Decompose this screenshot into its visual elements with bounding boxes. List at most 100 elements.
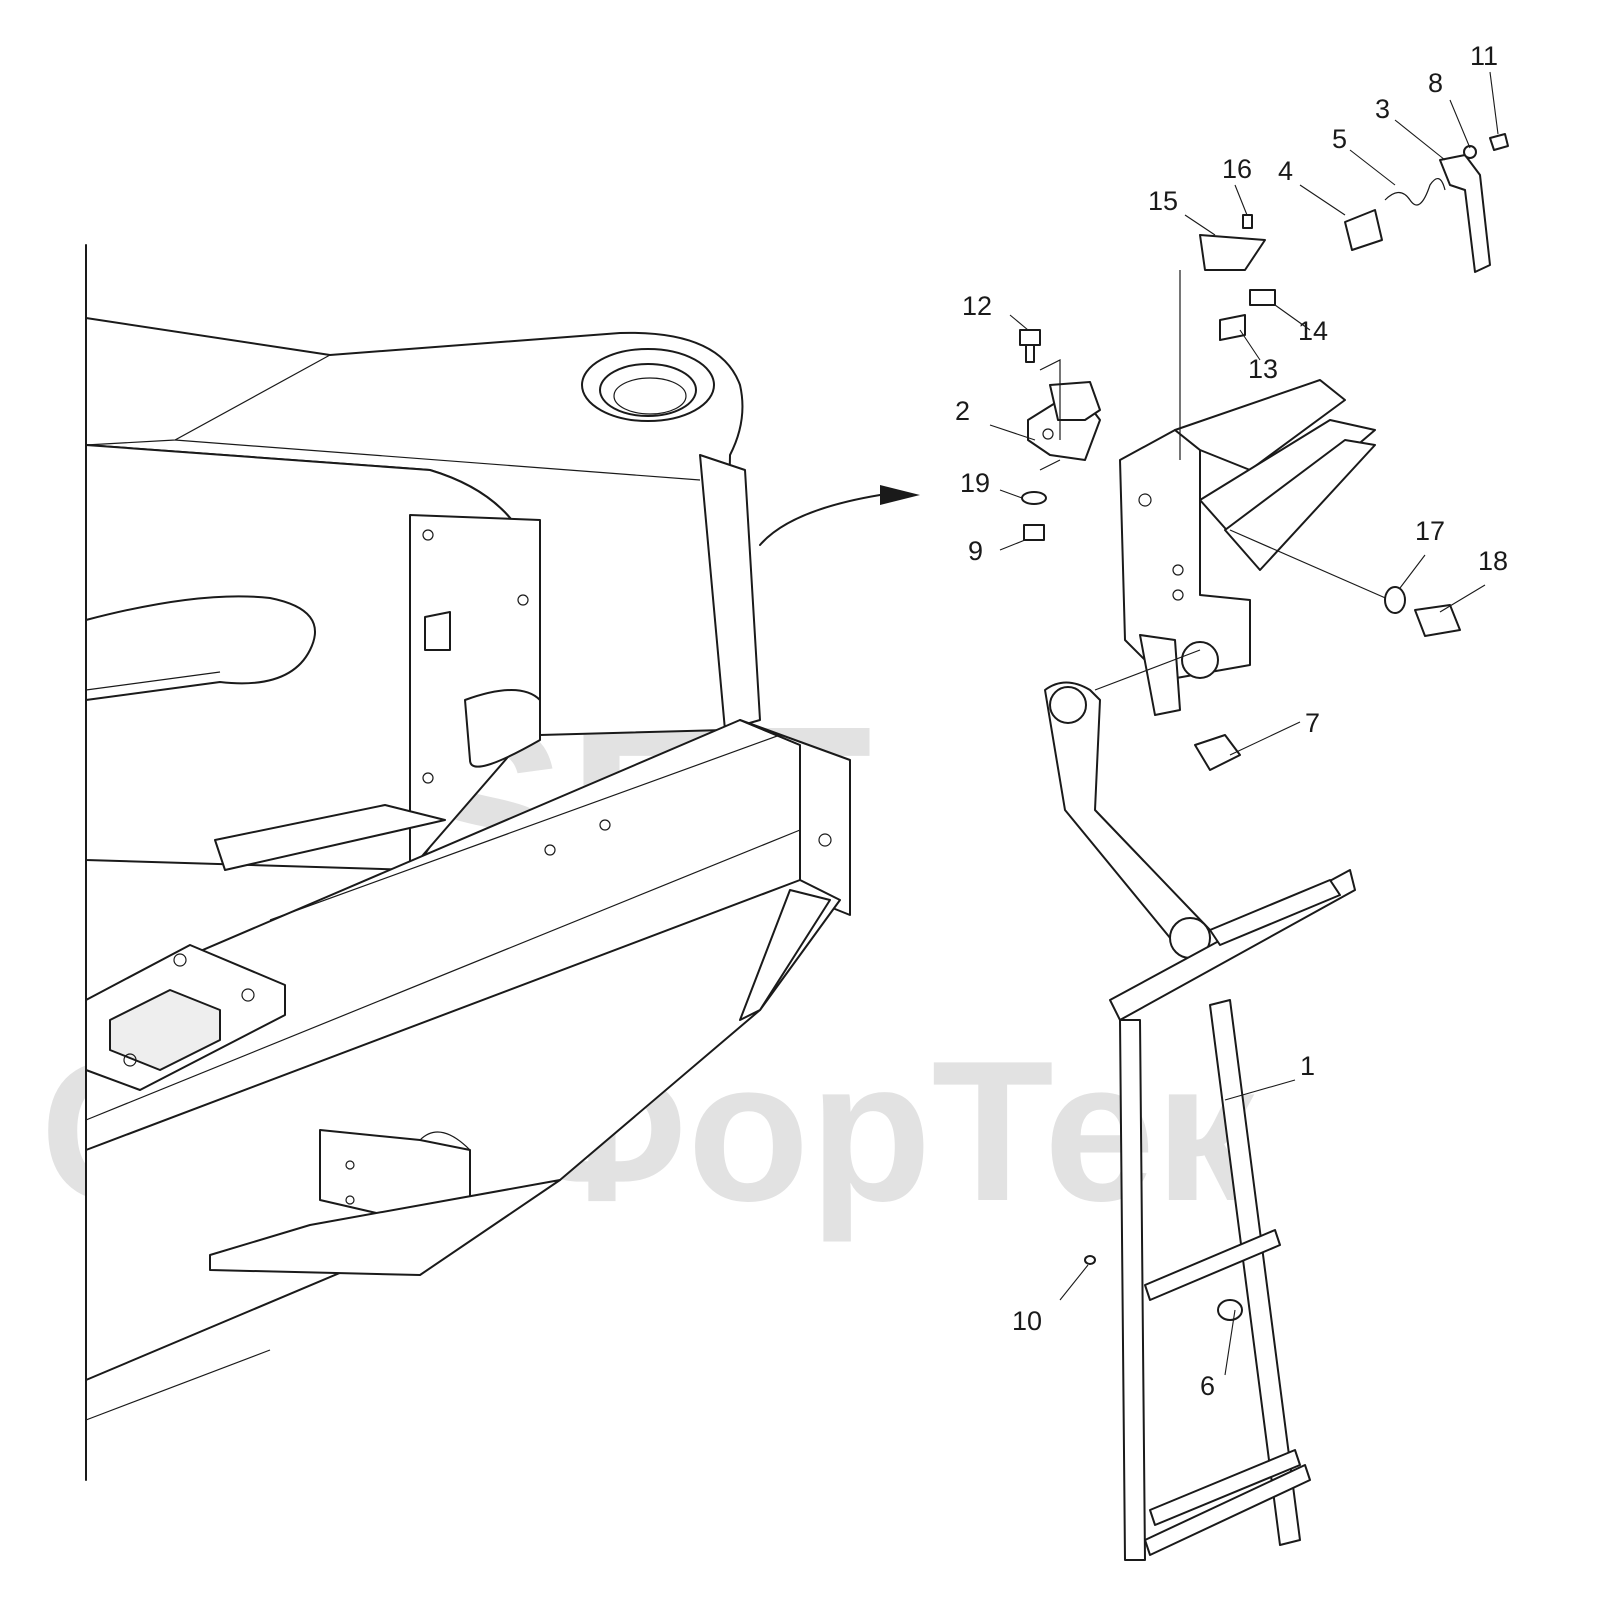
callout-18: 18 [1478, 546, 1508, 576]
part-3-handle [1439, 154, 1491, 273]
part-6-cap [1217, 1299, 1243, 1321]
callout-3: 3 [1375, 94, 1390, 124]
frame-bottom-line [85, 1349, 271, 1421]
hinge-bore [1181, 641, 1219, 679]
leader-8 [1449, 99, 1471, 149]
bracket-hole [1138, 493, 1152, 507]
arm-center-line [1094, 649, 1201, 691]
part-17-washer [1384, 586, 1406, 614]
callout-labels: 1 2 3 4 5 6 7 8 9 10 11 12 13 14 15 16 1… [955, 41, 1508, 1401]
callout-9: 9 [968, 536, 983, 566]
part-9-nut [1023, 524, 1045, 541]
callout-6: 6 [1200, 1371, 1215, 1401]
callout-5: 5 [1332, 124, 1347, 154]
frame-gusset [214, 804, 446, 871]
ladder-assembly [1044, 649, 1356, 1561]
main-hinge-bracket [1119, 429, 1251, 681]
pivot-bore [613, 377, 687, 415]
part-19-washer [1021, 491, 1047, 505]
frame-lower-rib [739, 889, 831, 1021]
upper-step-tread-2 [1224, 439, 1376, 571]
callout-7: 7 [1305, 708, 1320, 738]
lower-bracket-hole [345, 1160, 355, 1170]
callout-8: 8 [1428, 68, 1443, 98]
part-2-bracket-group [1019, 329, 1101, 541]
frame-hole [422, 772, 434, 784]
callout-10: 10 [1012, 1306, 1042, 1336]
leader-17 [1399, 554, 1426, 589]
leader-18 [1439, 584, 1486, 613]
bracket-hole [1172, 589, 1184, 601]
leader-6 [1224, 1309, 1236, 1376]
arm-pivot [1049, 686, 1087, 724]
leader-12 [1009, 314, 1029, 331]
leader-1 [1224, 1079, 1296, 1101]
callout-2: 2 [955, 396, 970, 426]
part-7-pin [1194, 734, 1241, 771]
callout-16: 16 [1222, 154, 1252, 184]
part-4-plunger [1344, 209, 1383, 251]
frame-front-plate [699, 454, 761, 731]
lower-gusset [209, 1179, 561, 1276]
bracket-hole [1172, 564, 1184, 576]
leader-14 [1274, 304, 1311, 331]
upper-step-top [1174, 379, 1346, 471]
part-15-latch [1199, 234, 1266, 271]
callout-4: 4 [1278, 156, 1293, 186]
beam-hole [818, 833, 832, 847]
leader-13 [1239, 329, 1261, 361]
callout-11: 11 [1470, 41, 1498, 71]
mount-pad-hole [173, 953, 187, 967]
part-2-hole [1042, 428, 1054, 440]
lower-bracket-curve [419, 1131, 471, 1151]
leader-10 [1059, 1264, 1089, 1301]
leader-15 [1184, 214, 1216, 236]
leader-11 [1489, 71, 1499, 135]
upper-step-assembly [1119, 270, 1391, 716]
center-line-17 [1229, 529, 1391, 601]
part-5-spring [1384, 178, 1446, 206]
frame-hole [422, 529, 434, 541]
leader-2 [989, 424, 1036, 441]
part-13-pin [1219, 314, 1246, 341]
ladder-top-step-rear [1209, 879, 1341, 946]
beam-hole [544, 844, 556, 856]
assembly-arrow-line [759, 494, 881, 546]
beam-edge-line-2 [85, 829, 801, 1121]
part-2-bracket-tab [1049, 381, 1101, 421]
frame-bracket [424, 611, 451, 651]
callout-leaders [989, 71, 1499, 1376]
callout-19: 19 [960, 468, 990, 498]
part-16-screw [1242, 214, 1253, 229]
lower-bracket-hole [345, 1195, 355, 1205]
frame-hole [517, 594, 529, 606]
leader-5 [1349, 149, 1396, 186]
part-18-bolt [1414, 604, 1461, 637]
part-12-bolt-head [1019, 329, 1041, 346]
callout-1: 1 [1300, 1051, 1315, 1081]
mount-pad-hole [123, 1053, 137, 1067]
frame-cutout [464, 689, 541, 768]
frame-slot-edge [85, 671, 221, 691]
leader-9 [999, 539, 1026, 551]
ladder-bottom-step [1149, 1449, 1301, 1526]
side-fasteners [1384, 586, 1461, 637]
ladder-rail-right [1209, 999, 1301, 1546]
part-8-washer [1463, 145, 1477, 159]
callout-17: 17 [1415, 516, 1445, 546]
frame-slot [85, 595, 316, 701]
part-2-center-line [1039, 359, 1061, 471]
part-11-screw [1489, 133, 1509, 151]
part-14-fitting [1249, 289, 1276, 306]
callout-15: 15 [1148, 186, 1178, 216]
part-12-bolt-shank [1025, 344, 1035, 363]
leader-4 [1299, 184, 1346, 216]
callout-14: 14 [1298, 316, 1328, 346]
part-10-nut [1084, 1255, 1096, 1265]
ladder-foot-step [1144, 1464, 1311, 1556]
latch-parts [1199, 133, 1509, 341]
callout-12: 12 [962, 291, 992, 321]
frame-top-edge [174, 439, 701, 481]
